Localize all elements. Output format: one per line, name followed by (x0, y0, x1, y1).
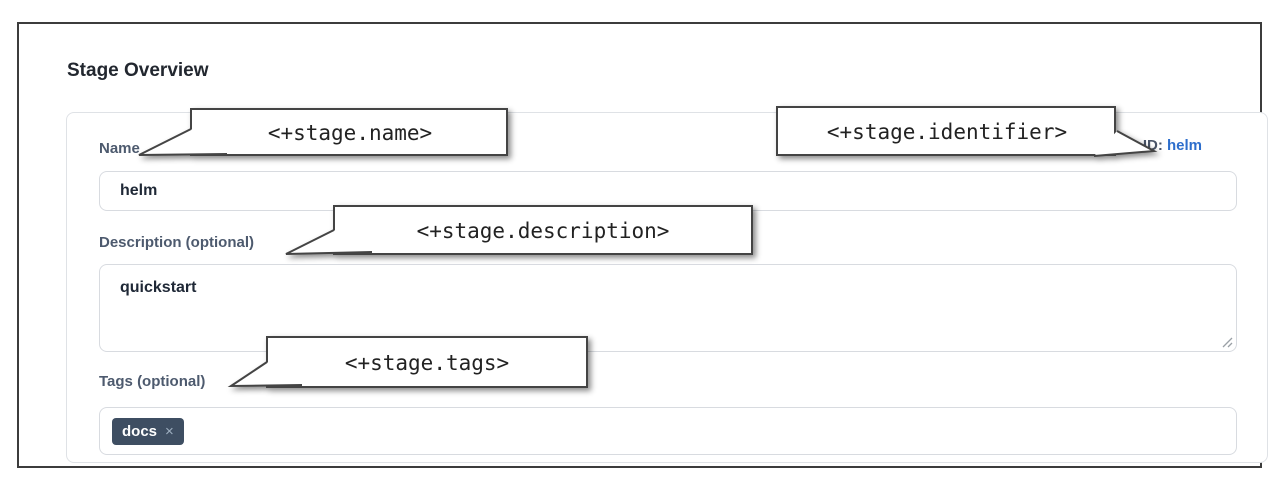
tag-chip-label: docs (122, 422, 158, 440)
tags-field-label: Tags (optional) (99, 373, 206, 390)
description-field-label: Description (optional) (99, 234, 254, 251)
resize-handle-icon[interactable] (1221, 336, 1233, 348)
name-field-label: Name (99, 140, 140, 157)
stage-description-callout: <+stage.description> (285, 205, 753, 255)
stage-identifier-expression: <+stage.identifier> (827, 120, 1067, 144)
page-title: Stage Overview (67, 60, 209, 81)
outer-frame: Stage Overview Name ID: helm Description… (17, 22, 1268, 468)
stage-tags-callout: <+stage.tags> (227, 336, 588, 388)
stage-name-callout: <+stage.name> (138, 108, 508, 156)
stage-description-expression: <+stage.description> (417, 219, 670, 243)
remove-tag-icon[interactable]: × (165, 422, 174, 440)
id-value-link[interactable]: helm (1166, 137, 1202, 154)
stage-name-expression: <+stage.name> (268, 121, 432, 145)
tag-chip[interactable]: docs × (112, 417, 184, 445)
stage-tags-expression: <+stage.tags> (345, 351, 509, 375)
stage-identifier-callout: <+stage.identifier> (776, 106, 1158, 157)
tags-input[interactable]: docs × (99, 407, 1237, 455)
